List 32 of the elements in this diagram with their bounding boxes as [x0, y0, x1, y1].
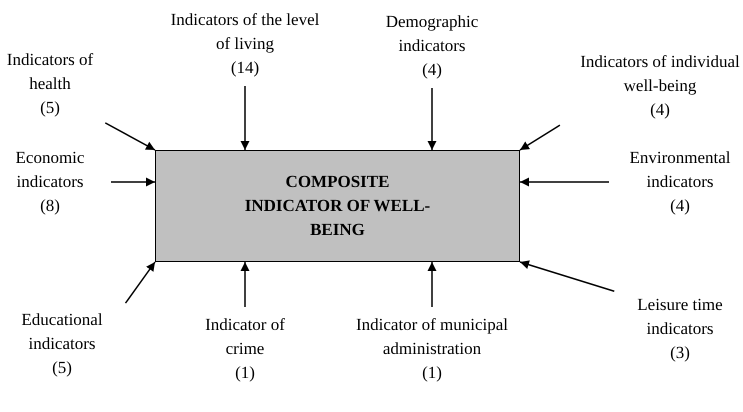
indicator-count: (5) [52, 357, 72, 379]
indicator-count: (4) [670, 195, 690, 217]
box-title: COMPOSITE INDICATOR OF WELL-BEING [244, 171, 432, 241]
indicator-count: (4) [650, 99, 670, 121]
indicator-count: (5) [40, 97, 60, 119]
indicator-count: (4) [422, 59, 442, 81]
indicator-label: Indicators of individual well-being [579, 51, 741, 97]
indicator-label: Indicator of crime [204, 314, 286, 360]
indicator-count: (1) [235, 362, 255, 384]
arrow [240, 86, 250, 150]
indicator-label: Leisure time indicators [636, 294, 724, 340]
indicator-label: Economic indicators [14, 147, 86, 193]
indicator-count: (3) [670, 342, 690, 364]
arrow [428, 88, 436, 150]
arrow [111, 178, 155, 186]
arrow [240, 262, 250, 307]
arrow [520, 260, 614, 292]
indicator-count: (8) [40, 195, 60, 217]
indicator-label: Environmental indicators [628, 147, 732, 193]
arrow [104, 122, 156, 151]
arrow [124, 262, 156, 304]
indicator-label: Indicators of health [6, 49, 94, 95]
central-box [155, 150, 520, 262]
indicator-label: Indicators of the level of living [170, 9, 320, 55]
indicator-label: Indicator of municipal administration [354, 314, 509, 360]
arrow [428, 262, 436, 307]
arrow [520, 178, 609, 186]
arrow [520, 124, 560, 151]
indicator-count: (14) [230, 57, 260, 79]
indicator-label: Demographic indicators [384, 11, 480, 57]
indicator-label: Educational indicators [20, 309, 104, 355]
indicator-count: (1) [422, 362, 442, 384]
